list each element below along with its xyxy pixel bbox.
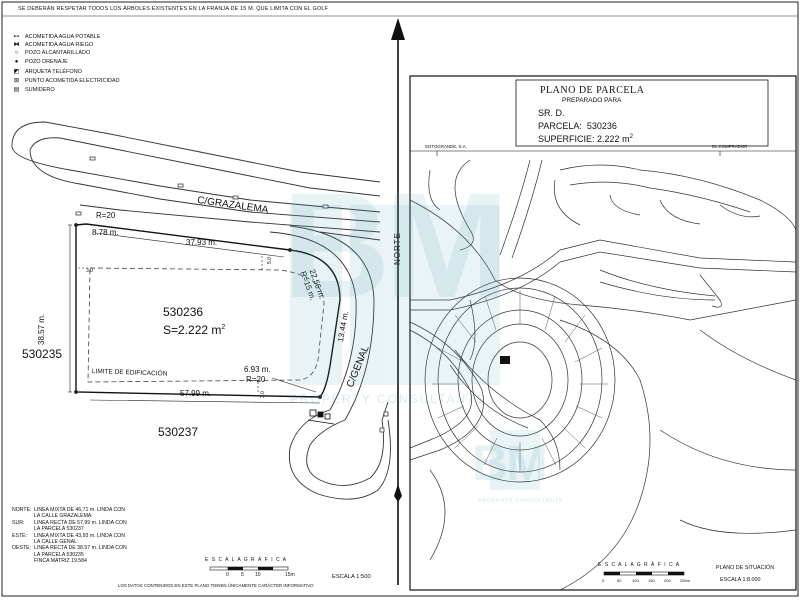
location-panel	[409, 75, 797, 591]
info-superficie: SUPERFICIE: 2.222 m2	[538, 134, 633, 144]
disclaimer: LOS DATOS CONTENIDOS EN ESTE PLANO TIENE…	[118, 583, 314, 588]
electric-point-icon: ⊠	[13, 78, 20, 84]
legend-item: ▤SUMIDERO	[13, 87, 55, 93]
setback-bottom: 3.0	[260, 391, 266, 398]
legend-item: ⊷ACOMETIDA AGUA POTABLE	[13, 34, 101, 40]
legend-item: ◩ARQUETA TELÉFONO	[13, 69, 82, 75]
roads	[11, 121, 391, 500]
map-label-left: SOTOGRANDE, S.A.	[425, 144, 467, 149]
scale-left-title: E S C A L A G R Á F I C A	[205, 557, 288, 563]
legend-item: ⊠PUNTO ACOMETIDA ELECTRICIDAD	[13, 78, 120, 84]
setback-left: 3.0	[86, 268, 93, 274]
dim-top: 37.93 m.	[186, 238, 218, 247]
water-supply-line-icon: ⊷	[13, 34, 20, 40]
neighbor-west: 530235	[22, 347, 63, 361]
info-subtitle: PREPARADO PARA	[562, 97, 622, 104]
dim-radius-bottom: R=20	[246, 375, 266, 384]
info-client: SR. D.	[538, 108, 565, 118]
scale-right-name: PLANO DE SITUACIÓN	[716, 565, 775, 571]
scale-right-tick: 200	[664, 578, 671, 583]
watermark-graphic	[290, 205, 540, 490]
scale-bar-right	[603, 571, 685, 576]
map-labels	[436, 151, 721, 156]
corner-utilities	[307, 409, 335, 425]
scale-right-tick: 250m	[680, 578, 691, 583]
legend-item: ●POZO DRENAJE	[12, 59, 68, 65]
dimension-lines	[68, 223, 322, 404]
scale-right-tick: 50	[617, 578, 622, 583]
build-limit-line	[87, 267, 325, 383]
scale-right-tick: 0	[602, 578, 605, 583]
scale-left-tick: 10	[255, 572, 261, 578]
dim-radius-top: R=20	[96, 211, 116, 220]
parcel-outline	[75, 223, 341, 398]
limit-south: SUR:LINEA RECTA DE 57,99 m. LINDA CON	[12, 519, 127, 526]
parcel-id: 530236	[163, 305, 204, 319]
phone-box-icon: ◩	[13, 69, 20, 75]
scale-left-tick: 15m	[285, 572, 295, 578]
limit-west: OESTE:LINEA RECTA DE 38,57 m. LINDA CON	[12, 545, 127, 552]
irrigation-line-icon: ⧓	[13, 42, 20, 48]
setback-top: 5.0	[267, 257, 273, 264]
sewer-well-icon: ○	[14, 50, 19, 56]
legend-item: ⧓ACOMETIDA AGUA RIEGO	[13, 42, 94, 48]
info-title: PLANO DE PARCELA	[540, 85, 645, 96]
dim-left: 38.57 m.	[37, 313, 46, 345]
legend-item: ○POZO ALCANTARILLADO	[12, 50, 91, 56]
scale-left-tick: 5	[241, 572, 244, 578]
info-parcela: PARCELA: 530236	[538, 121, 617, 131]
watermark-logo-small: BM	[472, 435, 548, 491]
limit-north: NORTE:LINEA MIXTA DE 46,71 m. LINDA CON	[12, 507, 126, 513]
scale-right-ratio: ESCALA 1:8.000	[720, 577, 761, 583]
dim-top-left: 8.78 m.	[92, 228, 119, 237]
dim-bottom: 57.99 m.	[180, 389, 212, 398]
watermark-tagline-small: PROPERTY CONSULTANTS	[478, 498, 564, 504]
drain-grate-icon: ▤	[13, 87, 20, 93]
watermark-tagline: PROPERTY CONSULTANTS	[290, 392, 487, 406]
scale-bar-left	[209, 566, 289, 571]
scale-left-tick: 0	[226, 572, 229, 578]
location-map	[409, 159, 797, 591]
limit-east: ESTE:LINEA MIXTA DE 43,93 m. LINDA CON	[12, 532, 126, 539]
utility-markers	[75, 156, 389, 433]
map-label-right: EL COMPRADOR	[712, 144, 748, 149]
info-box-frame	[515, 79, 769, 147]
scale-right-tick: 150	[648, 578, 655, 583]
drain-well-icon: ●	[14, 59, 19, 65]
scale-right-tick: 100	[632, 578, 639, 583]
scale-right-title: E S C A L A G R Á F I C A	[598, 562, 681, 568]
boundary-descriptions: NORTE:LINEA MIXTA DE 46,71 m. LINDA CON …	[12, 507, 127, 565]
scale-left-ratio: ESCALA 1:500	[332, 574, 371, 580]
neighbor-south: 530237	[158, 425, 199, 439]
top-note: SE DEBERÁN RESPETAR TODOS LOS ÁRBOLES EX…	[18, 6, 329, 12]
watermark-logo: BM	[282, 161, 509, 329]
north-arrow	[391, 18, 405, 585]
parcel-area: S=2.222 m2	[163, 323, 226, 337]
dim-corner: 6.93 m.	[244, 365, 271, 374]
parcel-location-marker	[500, 356, 510, 364]
